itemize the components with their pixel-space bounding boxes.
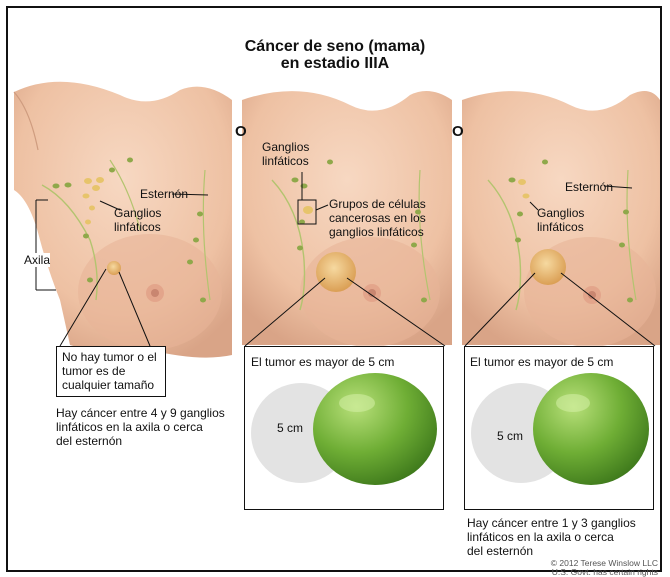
size-comparison-box-panel-2: El tumor es mayor de 5 cm 5 cm [244, 346, 444, 510]
lymph-nodes-label-panel-1-line-1: Ganglios [114, 206, 161, 220]
diagram-title-line-1: Cáncer de seno (mama) [0, 38, 670, 55]
note-panel-3-line-1: Hay cáncer entre 1 y 3 ganglios [467, 516, 636, 530]
tumor-size-text-line-3: cualquier tamaño [62, 378, 154, 392]
or-separator-1: O [235, 125, 247, 139]
lymph-nodes-label-panel-2-line-1: Ganglios [262, 140, 309, 154]
tumor-panel-3 [530, 249, 566, 285]
note-panel-3-line-3: del esternón [467, 544, 533, 558]
note-panel-1-line-3: del esternón [56, 434, 122, 448]
sternum-label-panel-1: Esternón [140, 187, 188, 201]
lymph-nodes-label-panel-2-line-2: linfáticos [262, 154, 309, 168]
size-header-panel-2: El tumor es mayor de 5 cm [251, 355, 394, 369]
diagram-title-line-2: en estadio IIIA [0, 55, 670, 72]
lymph-nodes-label-panel-1-line-2: linfáticos [114, 220, 161, 234]
lymph-nodes-label-panel-3-line-2: linfáticos [537, 220, 584, 234]
size-comparison-art-panel-2 [245, 371, 441, 511]
size-header-panel-3: El tumor es mayor de 5 cm [470, 355, 613, 369]
tumor-size-text-line-2: tumor es de [62, 364, 125, 378]
tumor-panel-2 [316, 252, 356, 292]
sternum-label-panel-3: Esternón [565, 180, 613, 194]
copyright-line-2: U.S. Govt. has certain rights [552, 567, 658, 577]
cancer-cluster-label-line-2: cancerosas en los [329, 211, 426, 225]
five-cm-label-panel-2: 5 cm [277, 421, 303, 435]
note-panel-1-line-2: linfáticos en la axila o cerca [56, 420, 203, 434]
lime-illustration-panel-3 [533, 373, 649, 485]
size-comparison-box-panel-3: El tumor es mayor de 5 cm 5 cm [464, 346, 654, 510]
note-panel-3-line-2: linfáticos en la axila o cerca [467, 530, 614, 544]
or-separator-2: O [452, 125, 464, 139]
tumor-size-box-panel-1: No hay tumor o el tumor es de cualquier … [56, 346, 166, 397]
five-cm-label-panel-3: 5 cm [497, 429, 523, 443]
cancer-cluster-label-line-3: ganglios linfáticos [329, 225, 424, 239]
cancer-cluster-label-line-1: Grupos de células [329, 197, 426, 211]
tumor-size-text-line-1: No hay tumor o el [62, 350, 157, 364]
lime-illustration-panel-2 [313, 373, 437, 485]
note-panel-1-line-1: Hay cáncer entre 4 y 9 ganglios [56, 406, 225, 420]
axilla-label: Axila [24, 253, 50, 267]
size-comparison-art-panel-3 [465, 371, 651, 511]
lymph-nodes-label-panel-3-line-1: Ganglios [537, 206, 584, 220]
